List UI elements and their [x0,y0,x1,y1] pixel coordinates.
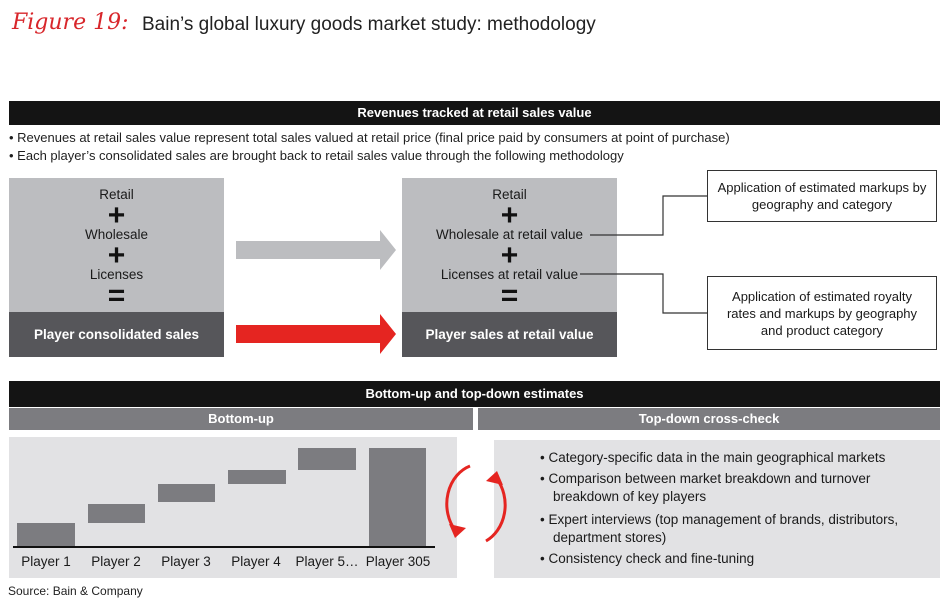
player-label: Player 1 [21,554,71,569]
bullet-methodology: • Each player’s consolidated sales are b… [9,148,624,163]
left-licenses-label: Licenses [89,267,144,282]
top-down-item: • Expert interviews (top management of b… [540,512,899,545]
markups-callout: Application of estimated markups by geog… [707,170,937,222]
equals-icon: = [500,279,519,312]
baseline [13,546,435,548]
consolidated-components-box [9,178,224,312]
right-wholesale-label: Wholesale at retail value [435,227,584,242]
top-down-item: • Comparison between market breakdown an… [540,471,871,504]
royalty-callout: Application of estimated royalty rates a… [707,276,937,350]
player-sales-at-retail-value: Player sales at retail value [402,312,617,357]
plus-icon: + [107,199,126,232]
top-down-panel [494,440,940,578]
waterfall-bar-player-5 [298,448,356,470]
source-note: Source: Bain & Company [8,584,143,598]
player-consolidated-sales: Player consolidated sales [9,312,224,357]
royalty-connector [580,273,707,314]
player-label: Player 2 [91,554,141,569]
retail-value-components-box [402,178,617,312]
equals-icon: = [107,279,126,312]
left-retail-label: Retail [99,187,134,202]
markups-connector [590,195,707,236]
waterfall-bar-player-1 [17,523,75,546]
player-label: Player 3 [161,554,211,569]
player-label: Player 5… [295,554,359,569]
plus-icon: + [107,239,126,272]
right-licenses-label: Licenses at retail value [440,267,579,282]
waterfall-bar-player-2 [88,504,145,523]
waterfall-bar-player-305 [369,448,426,546]
cross-check-cycle-icon [445,464,507,543]
bottom-up-header: Bottom-up [9,408,473,430]
plus-icon: + [500,199,519,232]
player-label: Player 305 [365,554,431,569]
grey-arrow [236,230,396,270]
player-label: Player 4 [231,554,281,569]
section-header-estimates: Bottom-up and top-down estimates [9,381,940,407]
figure-number: Figure 19: [12,10,129,35]
waterfall-bar-player-4 [228,470,286,484]
plus-icon: + [500,239,519,272]
right-retail-label: Retail [492,187,527,202]
figure-title: Bain’s global luxury goods market study:… [142,14,596,35]
top-down-item: • Consistency check and fine-tuning [540,551,755,566]
top-down-header: Top-down cross-check [478,408,940,430]
top-down-item: • Category-specific data in the main geo… [540,450,886,465]
section-header-retail: Revenues tracked at retail sales value [9,101,940,125]
red-arrow [236,314,396,354]
bullet-retail-definition: • Revenues at retail sales value represe… [9,130,730,145]
left-wholesale-label: Wholesale [84,227,149,242]
waterfall-bar-player-3 [158,484,215,502]
